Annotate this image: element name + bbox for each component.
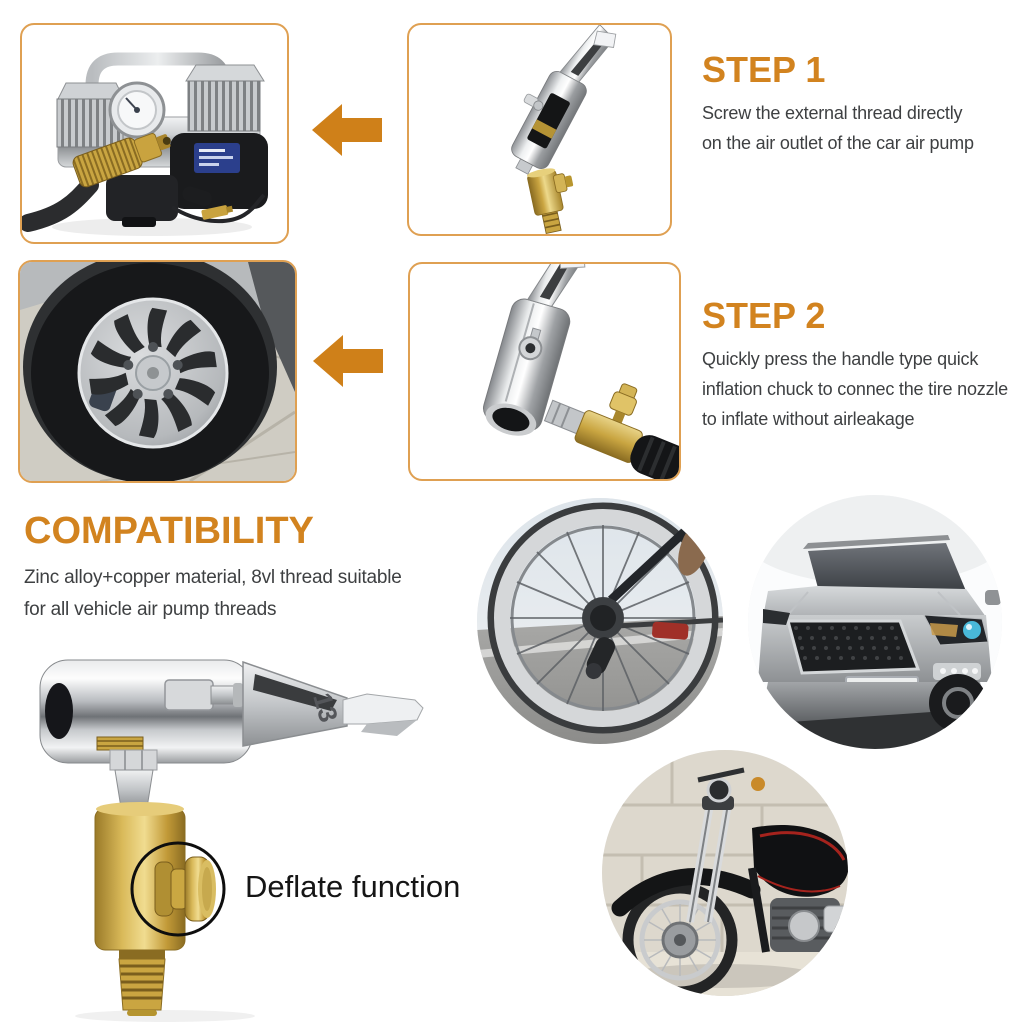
deflate-button [154, 856, 216, 922]
motorcycle-illustration [602, 750, 848, 996]
drl-light [933, 663, 981, 680]
bicycle-wheel-photo [477, 498, 723, 744]
chuck-lever: 13 [242, 660, 424, 747]
front-forks [686, 796, 734, 923]
compatibility-description: Zinc alloy+copper material, 8vl thread s… [24, 567, 402, 620]
small-nozzle [201, 205, 234, 220]
car-front-photo [748, 495, 1002, 749]
deflate-annotation-circle [130, 841, 226, 937]
bicycle-illustration [477, 498, 723, 744]
step-2-description: Quickly press the handle type quick infl… [702, 349, 1008, 429]
air-hose [630, 435, 679, 479]
step-1-description: Screw the external thread directly on th… [702, 103, 974, 153]
brass-valve [526, 168, 574, 234]
chuck-on-hose-photo [408, 262, 681, 481]
front-fender [611, 868, 761, 917]
engine [748, 867, 848, 953]
lock-bolt [164, 679, 243, 711]
motorcycle-photo [602, 750, 848, 996]
air-compressor-photo [20, 23, 289, 244]
deflate-function-label: Deflate function [245, 869, 461, 904]
brass-valve [574, 383, 643, 463]
chuck-illustration [511, 25, 617, 234]
tire-illustration [20, 262, 295, 481]
step-2-title: STEP 2 [702, 295, 826, 336]
red-accent [652, 621, 689, 640]
inflation-chuck-photo [407, 23, 672, 236]
headlight [706, 777, 732, 803]
product-large-photo: 13 [39, 659, 424, 1022]
step-2-section: STEP 2 Quickly press the handle type qui… [702, 298, 1024, 434]
front-wheel [622, 882, 738, 996]
compatibility-title: COMPATIBILITY [24, 510, 314, 552]
threaded-stud [118, 950, 166, 1016]
air-compressor-illustration [22, 52, 268, 236]
handlebar [697, 767, 745, 783]
headlight [923, 614, 989, 646]
chuck-hose-illustration [482, 264, 679, 479]
left-arrow-icon [312, 104, 382, 156]
brass-adapter [72, 133, 171, 188]
chuck-bore [45, 683, 73, 739]
side-mirror [985, 590, 1001, 605]
left-arrow-icon [313, 335, 383, 387]
pressure-gauge [108, 81, 166, 139]
compressor-label [194, 143, 240, 173]
fuel-tank [752, 825, 848, 897]
car-tire-photo [18, 260, 297, 483]
turn-signal [751, 777, 765, 791]
step-1-title: STEP 1 [702, 49, 826, 90]
car-illustration [748, 495, 1002, 749]
derailleur [585, 637, 616, 680]
windshield [808, 543, 966, 591]
step-1-section: STEP 1 Screw the external thread directl… [702, 52, 1024, 158]
grille [786, 619, 921, 675]
compatibility-section: COMPATIBILITY Zinc alloy+copper material… [24, 512, 494, 626]
